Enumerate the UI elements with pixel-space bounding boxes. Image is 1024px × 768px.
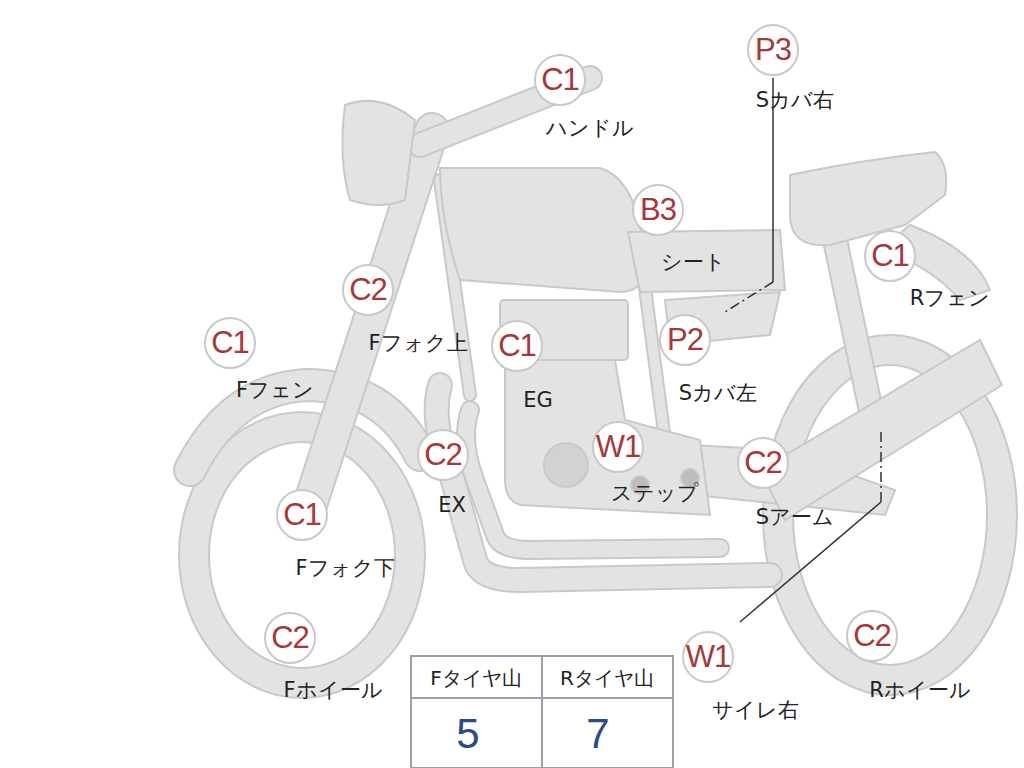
part-name: Sカバ右 bbox=[756, 86, 834, 114]
table-value: 5 bbox=[456, 710, 479, 758]
part-name: Fフォク下 bbox=[295, 554, 394, 582]
callout-number: C1 bbox=[203, 316, 257, 370]
callout-number: W1 bbox=[681, 630, 735, 684]
table-header: Rタイヤ山 bbox=[560, 665, 654, 692]
callout-number: C2 bbox=[263, 611, 317, 665]
callout-node: C1Fフォク下 bbox=[275, 488, 329, 542]
callout-node: C1Rフェン bbox=[863, 229, 917, 283]
callout-number: B3 bbox=[631, 183, 685, 237]
part-name: Rホイール bbox=[869, 676, 971, 704]
callout-node: W1サイレ右 bbox=[681, 630, 735, 684]
callout-number: C2 bbox=[341, 263, 395, 317]
part-name: Rフェン bbox=[910, 284, 991, 312]
part-name: Fフォク上 bbox=[368, 329, 467, 357]
part-name: ハンドル bbox=[546, 114, 634, 142]
part-name: Sアーム bbox=[756, 503, 834, 531]
part-name: Fフェン bbox=[236, 376, 314, 404]
callout-number: P3 bbox=[746, 23, 800, 77]
callout-number: C1 bbox=[533, 53, 587, 107]
callout-node: C1EG bbox=[490, 319, 544, 373]
callout-number: C2 bbox=[736, 436, 790, 490]
table-value: 7 bbox=[586, 710, 609, 758]
part-name: Fホイール bbox=[283, 676, 382, 704]
callout-node: C1ハンドル bbox=[533, 53, 587, 107]
part-name: Sカバ左 bbox=[679, 379, 757, 407]
part-name: シート bbox=[661, 248, 726, 276]
part-name: サイレ右 bbox=[712, 696, 799, 724]
callout-number: P2 bbox=[658, 313, 712, 367]
callout-node: C2Rホイール bbox=[845, 609, 899, 663]
callout-node: P2Sカバ左 bbox=[658, 313, 712, 367]
callout-number: C1 bbox=[275, 488, 329, 542]
callout-number: C1 bbox=[490, 319, 544, 373]
callout-number: C2 bbox=[416, 428, 470, 482]
part-name: ステップ bbox=[611, 479, 699, 507]
callout-node: C1Fフェン bbox=[203, 316, 257, 370]
callout-number: C2 bbox=[845, 609, 899, 663]
callout-node: P3Sカバ右 bbox=[746, 23, 800, 77]
callout-node: C2Sアーム bbox=[736, 436, 790, 490]
callout-node: C2Fホイール bbox=[263, 611, 317, 665]
callout-node: C2EX bbox=[416, 428, 470, 482]
callout-node: W1ステップ bbox=[591, 420, 645, 474]
callout-node: C2Fフォク上 bbox=[341, 263, 395, 317]
callout-number: W1 bbox=[591, 420, 645, 474]
callout-number: C1 bbox=[863, 229, 917, 283]
part-name: EX bbox=[438, 493, 466, 517]
part-name: EG bbox=[523, 388, 553, 412]
table-header: Fタイヤ山 bbox=[430, 665, 522, 692]
callout-node: B3シート bbox=[631, 183, 685, 237]
